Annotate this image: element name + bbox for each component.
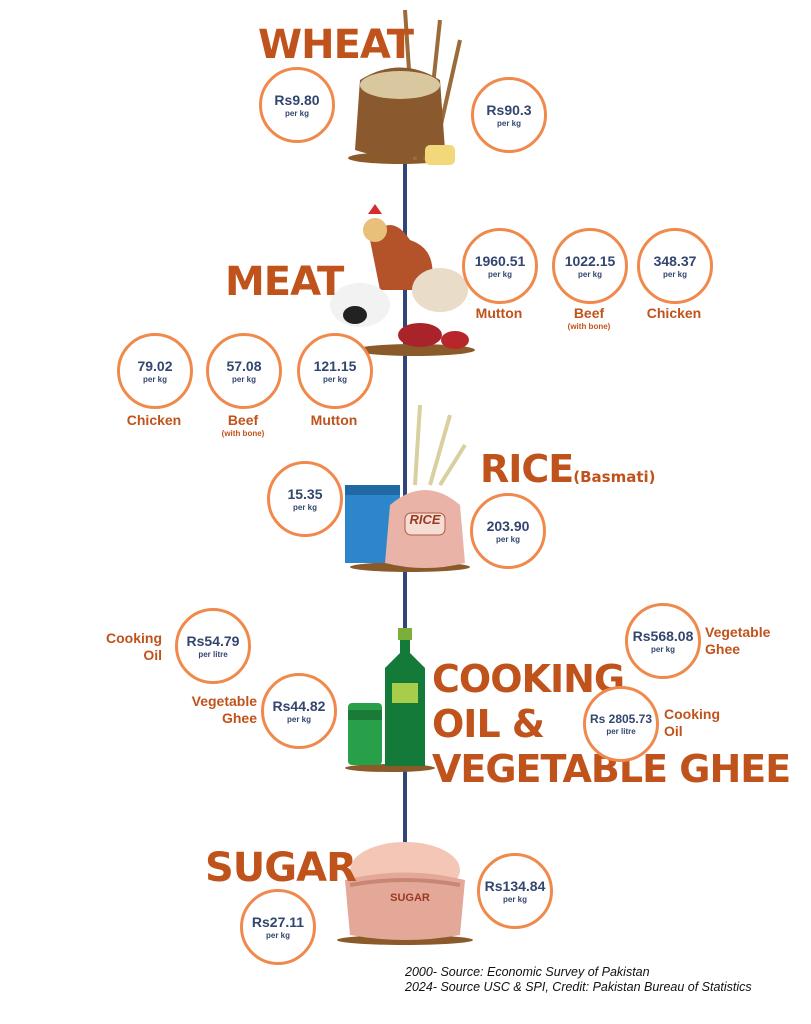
meat-2024-chicken-label: Chicken	[646, 305, 702, 321]
sugar-sack-icon	[337, 842, 473, 945]
rice-bag-label: RICE	[409, 512, 441, 527]
wheat-sack-icon	[348, 9, 462, 165]
meat-animals-icon	[330, 204, 475, 356]
oil-title-line: COOKING	[432, 657, 625, 701]
price-unit: per kg	[577, 270, 602, 279]
source-line: 2024- Source USC & SPI, Credit: Pakistan…	[405, 980, 752, 994]
rice-subtitle: (Basmati)	[573, 468, 656, 486]
oil-bottles-icon	[345, 628, 435, 772]
label-text: Beef	[573, 305, 605, 321]
price-value: Rs54.79	[186, 633, 240, 649]
oil-2024-cooking-oil-label: Cooking Oil	[664, 706, 720, 739]
price-value: 1022.15	[564, 253, 616, 269]
price-value: 121.15	[313, 358, 357, 374]
oil-2000-cooking-oil-label: Cooking Oil	[106, 630, 162, 663]
price-value: 203.90	[486, 518, 530, 534]
source-line: 2000- Source: Economic Survey of Pakista…	[405, 965, 650, 979]
oil-2000-ghee-label: Vegetable Ghee	[191, 693, 257, 726]
price-unit: per kg	[142, 375, 167, 384]
price-value: Rs90.3	[486, 102, 532, 118]
price-unit: per kg	[292, 503, 317, 512]
price-unit: per kg	[650, 645, 675, 654]
meat-title: MEAT	[225, 259, 344, 305]
price-value: Rs27.11	[251, 914, 305, 930]
price-value: Rs568.08	[632, 628, 694, 644]
price-unit: per kg	[286, 715, 311, 724]
rice-title-text: RICE	[480, 447, 574, 491]
oil-title-line: OIL &	[432, 702, 545, 746]
label-text: Beef	[227, 412, 259, 428]
sugar-bag-label: SUGAR	[390, 892, 430, 904]
price-unit: per kg	[495, 535, 520, 544]
price-value: Rs44.82	[272, 698, 326, 714]
price-unit: per kg	[231, 375, 256, 384]
price-value: 1960.51	[474, 253, 526, 269]
price-unit: per kg	[502, 895, 527, 904]
meat-2024-beef-label: Beef(with bone)	[549, 305, 629, 332]
price-value: 57.08	[226, 358, 262, 374]
rice-title: RICE(Basmati)	[480, 450, 656, 488]
label-note: (with bone)	[221, 429, 265, 438]
price-value: 348.37	[653, 253, 697, 269]
wheat-title: WHEAT	[258, 22, 414, 68]
price-unit: per kg	[662, 270, 687, 279]
price-value: Rs 2805.73	[589, 712, 653, 726]
price-value: 15.35	[287, 486, 323, 502]
sugar-title: SUGAR	[205, 845, 357, 891]
rice-bag-icon	[345, 405, 470, 572]
price-unit: per kg	[284, 109, 309, 118]
price-unit: per litre	[198, 650, 228, 659]
meat-2000-chicken-label: Chicken	[126, 412, 182, 428]
meat-2024-mutton-label: Mutton	[475, 305, 523, 321]
price-unit: per kg	[496, 119, 521, 128]
price-unit: per kg	[265, 931, 290, 940]
sources-note: 2000- Source: Economic Survey of Pakista…	[405, 965, 752, 995]
oil-2024-ghee-label: Vegetable Ghee	[705, 624, 771, 657]
price-unit: per kg	[322, 375, 347, 384]
meat-2000-mutton-label: Mutton	[310, 412, 358, 428]
price-unit: per litre	[606, 727, 636, 736]
label-note: (with bone)	[567, 322, 611, 331]
price-value: 79.02	[137, 358, 173, 374]
meat-2000-beef-label: Beef(with bone)	[203, 412, 283, 439]
price-value: Rs9.80	[274, 92, 320, 108]
price-value: Rs134.84	[484, 878, 546, 894]
price-unit: per kg	[487, 270, 512, 279]
